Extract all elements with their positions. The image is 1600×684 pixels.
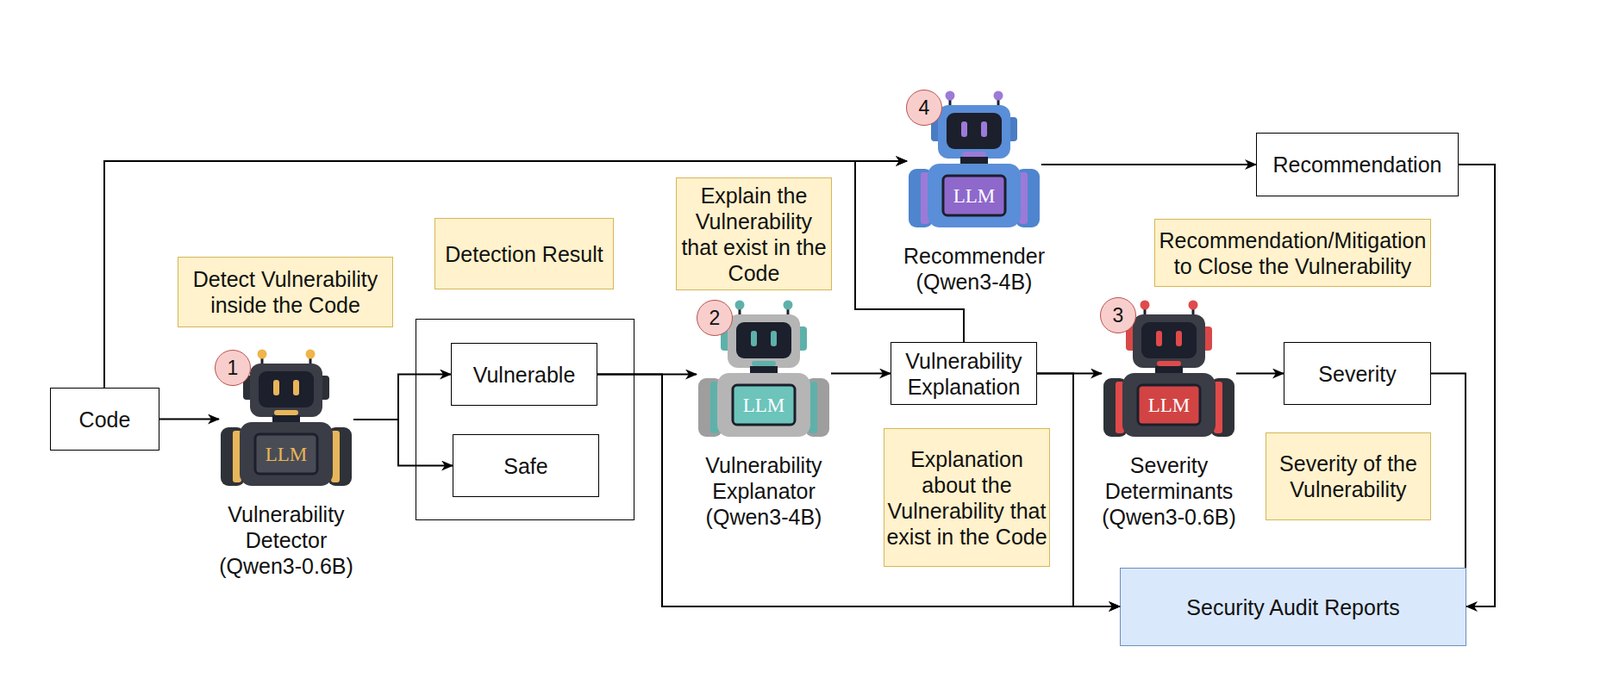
chest-screen xyxy=(943,175,1006,216)
callout-number: 1 xyxy=(214,350,251,387)
flow-arrow xyxy=(831,373,891,375)
robot-label: Recommender (Qwen3-4B) xyxy=(896,243,1052,295)
note-box: Explain the Vulnerability that exist in … xyxy=(675,177,832,291)
robot-label: Vulnerability Explanator (Qwen3-4B) xyxy=(686,452,842,531)
note-box: Explanation about the Vulnerability that… xyxy=(883,428,1050,568)
note-box: Recommendation/Mitigation to Close the V… xyxy=(1154,218,1432,288)
antenna-tip xyxy=(735,300,745,311)
flow-arrow xyxy=(597,374,697,376)
node-text: Severity of the Vulnerability xyxy=(1268,450,1429,503)
robot-body xyxy=(717,373,811,438)
antenna-tip xyxy=(306,350,316,360)
antenna-tip xyxy=(993,91,1004,101)
robot-eye xyxy=(1156,331,1163,347)
chest-screen xyxy=(255,434,318,475)
chest-screen xyxy=(1137,385,1200,425)
note-box: Severity of the Vulnerability xyxy=(1265,432,1432,521)
node-text: Recommendation xyxy=(1273,151,1443,178)
callout-number: 3 xyxy=(1100,297,1137,334)
robot-head xyxy=(937,105,1011,159)
robot-eye xyxy=(770,331,777,347)
robot-body xyxy=(927,163,1021,228)
robot-eye xyxy=(1175,331,1182,347)
node-text: Explanation about the Vulnerability that… xyxy=(886,446,1048,550)
node-text: Recommendation/Mitigation to Close the V… xyxy=(1156,227,1429,280)
flow-arrow xyxy=(1037,373,1102,375)
output-box: Severity xyxy=(1283,342,1432,406)
robot-face xyxy=(258,371,314,408)
robot-head xyxy=(727,314,800,369)
screen-text: LLM xyxy=(255,434,318,475)
robot-face xyxy=(946,112,1002,150)
report-box: Security Audit Reports xyxy=(1119,568,1467,647)
callout-number: 2 xyxy=(696,300,733,337)
robot-body xyxy=(239,422,333,487)
screen-text: LLM xyxy=(943,175,1006,216)
robot-head xyxy=(1132,314,1206,369)
antenna-tip xyxy=(783,300,794,311)
antenna-tip xyxy=(945,91,956,101)
flow-arrow xyxy=(1236,373,1284,375)
flow-arrow xyxy=(159,418,219,421)
robot-mouth xyxy=(751,361,776,367)
robot-face xyxy=(1141,322,1197,359)
flow-arrow xyxy=(104,161,907,388)
antenna-tip xyxy=(1188,300,1199,311)
flow-arrow xyxy=(1037,374,1120,608)
flow-arrow xyxy=(597,375,1120,608)
robot-eye xyxy=(981,121,988,138)
chest-screen xyxy=(732,385,795,425)
robot-head xyxy=(250,363,323,418)
screen-text: LLM xyxy=(732,385,795,425)
group-heading: Detection Result xyxy=(434,218,614,290)
input-box: Code xyxy=(50,387,160,451)
flow-arrow xyxy=(1431,374,1466,569)
robot-mouth xyxy=(962,151,987,157)
flow-arrow xyxy=(1458,164,1495,607)
robot-face xyxy=(736,322,792,359)
node-text: Detect Vulnerability inside the Code xyxy=(180,266,391,319)
robot-mouth xyxy=(1156,361,1182,367)
node-text: Vulnerability Explanation xyxy=(893,348,1035,400)
flow-arrow xyxy=(353,375,451,421)
flow-arrow xyxy=(855,161,964,343)
callout-number: 4 xyxy=(906,89,943,126)
heading-text: Detection Result xyxy=(444,241,603,268)
node-text: Safe xyxy=(503,453,548,480)
screen-text: LLM xyxy=(1137,385,1200,425)
robot-label: Vulnerability Detector (Qwen3-0.6B) xyxy=(208,501,364,580)
node-text: Vulnerable xyxy=(473,362,576,388)
result-group: Detection ResultVulnerableSafe xyxy=(415,318,635,521)
result-box: Vulnerable xyxy=(450,343,598,407)
node-text: Code xyxy=(79,406,132,433)
note-box: Detect Vulnerability inside the Code xyxy=(177,256,394,328)
result-box: Safe xyxy=(452,434,600,498)
robot-eye xyxy=(961,121,968,138)
robot-mouth xyxy=(274,410,299,416)
flow-arrow xyxy=(1041,163,1257,166)
robot-eye xyxy=(273,380,280,396)
node-text: Explain the Vulnerability that exist in … xyxy=(678,182,830,287)
output-box: Recommendation xyxy=(1256,132,1459,197)
robot-eye xyxy=(293,380,300,396)
flow-arrow xyxy=(353,419,453,467)
robot-eye xyxy=(750,331,757,347)
node-text: Severity xyxy=(1318,361,1396,388)
node-text: Security Audit Reports xyxy=(1186,594,1400,621)
robot-label: Severity Determinants (Qwen3-0.6B) xyxy=(1091,452,1247,531)
robot-body xyxy=(1122,373,1216,438)
output-box: Vulnerability Explanation xyxy=(890,342,1038,406)
antenna-tip xyxy=(257,350,268,360)
antenna-tip xyxy=(1140,300,1150,311)
